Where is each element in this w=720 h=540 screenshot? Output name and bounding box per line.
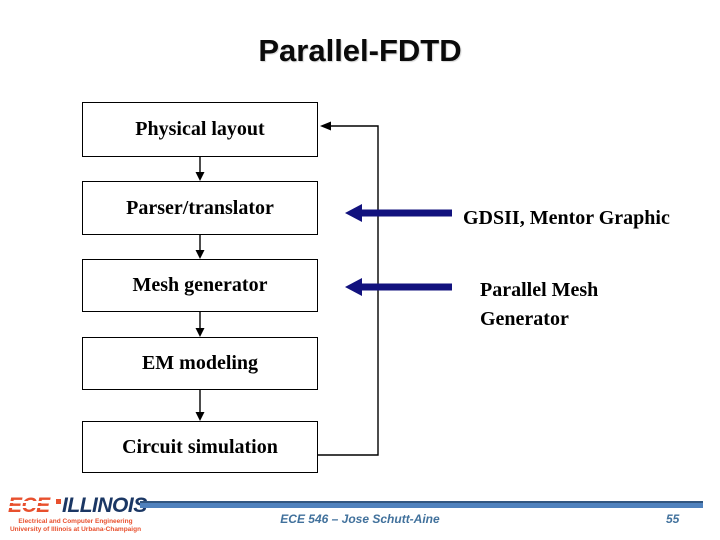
gdsii-arrowhead-icon xyxy=(345,204,362,222)
flow-box-label: Mesh generator xyxy=(132,274,268,296)
flow-box-physical-layout: Physical layout xyxy=(82,102,318,157)
logo-subtext-line1: Electrical and Computer Engineering xyxy=(18,518,133,525)
flow-box-em-modeling: EM modeling xyxy=(82,337,318,390)
ece-strike-line xyxy=(8,506,49,508)
logo-wordmark: ECE ILLINOIS xyxy=(8,494,147,517)
ece-strike-line xyxy=(8,501,49,503)
logo-subtext: Electrical and Computer Engineering Univ… xyxy=(8,518,143,533)
flow-box-parser-translator: Parser/translator xyxy=(82,181,318,235)
flow-box-circuit-simulation: Circuit simulation xyxy=(82,421,318,473)
down-arrowhead-3-icon xyxy=(195,328,205,337)
down-arrowhead-2-icon xyxy=(195,250,205,259)
parallel-mesh-arrowhead-icon xyxy=(345,278,362,296)
down-arrowhead-1-icon xyxy=(195,172,205,181)
annotation-gdsii: GDSII, Mentor Graphic xyxy=(463,207,670,229)
flow-box-label: Physical layout xyxy=(135,118,265,140)
flow-box-label: Circuit simulation xyxy=(122,435,278,458)
flow-box-label: EM modeling xyxy=(141,352,259,374)
logo-illinois-text: ILLINOIS xyxy=(62,494,147,517)
flow-box-mesh-generator: Mesh generator xyxy=(82,259,318,312)
logo-ece-text: ECE xyxy=(8,494,55,517)
flow-box-label: Parser/translator xyxy=(126,196,274,219)
ece-illinois-logo: ECE ILLINOIS Electrical and Computer Eng… xyxy=(8,494,147,533)
footer-divider-bar xyxy=(140,501,703,508)
feedback-line xyxy=(318,125,379,456)
down-arrowhead-4-icon xyxy=(195,412,205,421)
logo-dot-icon xyxy=(56,499,62,504)
annotation-parallel-mesh: Parallel Mesh Generator xyxy=(480,279,599,330)
logo-subtext-line2: University of Illinois at Urbana-Champai… xyxy=(9,525,142,533)
feedback-arrowhead-icon xyxy=(320,121,331,131)
footer-page-number: 55 xyxy=(666,512,680,526)
footer-course-text: ECE 546 – Jose Schutt-Aine xyxy=(280,512,440,526)
slide-title: Parallel-FDTD xyxy=(258,33,462,68)
